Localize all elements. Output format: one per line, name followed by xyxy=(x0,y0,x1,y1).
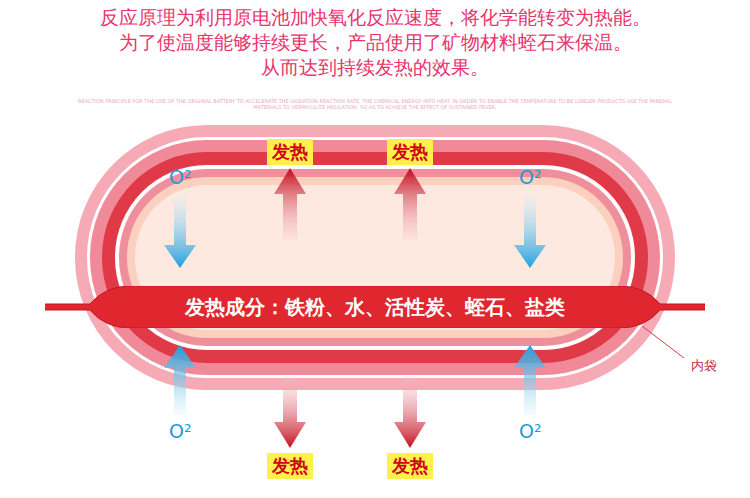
heat-tag: 发热 xyxy=(267,453,313,479)
heat-tag: 发热 xyxy=(267,139,313,165)
intro-text: 从而达到持续发热的效果。 xyxy=(261,56,489,79)
leader-line xyxy=(642,326,684,358)
pouch-layers xyxy=(75,125,675,390)
intro-text: 为了使温度能够持续更长，产品使用了矿物材料蛭石来保温。 xyxy=(119,31,632,54)
heat-tag: 发热 xyxy=(387,139,433,165)
intro-text: 反应原理为利用原电池加快氧化反应速度，将化学能转变为热能。 xyxy=(100,6,651,29)
oxygen-label: O² xyxy=(169,420,192,443)
heat-tag: 发热 xyxy=(387,453,433,479)
part-name: 内袋 xyxy=(691,358,717,374)
ingredient-text: 发热成分：铁粉、水、活性炭、蛭石、盐类 xyxy=(45,295,705,319)
heat-label: 发热 xyxy=(392,455,428,477)
oxygen-label: O² xyxy=(519,166,542,189)
oxygen-label: O² xyxy=(169,166,192,189)
heat-label: 发热 xyxy=(272,455,308,477)
english-note: REACTION PRINCIPLE FOR THE USE OF THE OR… xyxy=(65,98,685,110)
heat-label: 发热 xyxy=(272,141,308,163)
heat-label: 发热 xyxy=(392,141,428,163)
oxygen-label: O² xyxy=(519,420,542,443)
inner-bag-band: 发热成分：铁粉、水、活性炭、蛭石、盐类 xyxy=(45,286,705,328)
